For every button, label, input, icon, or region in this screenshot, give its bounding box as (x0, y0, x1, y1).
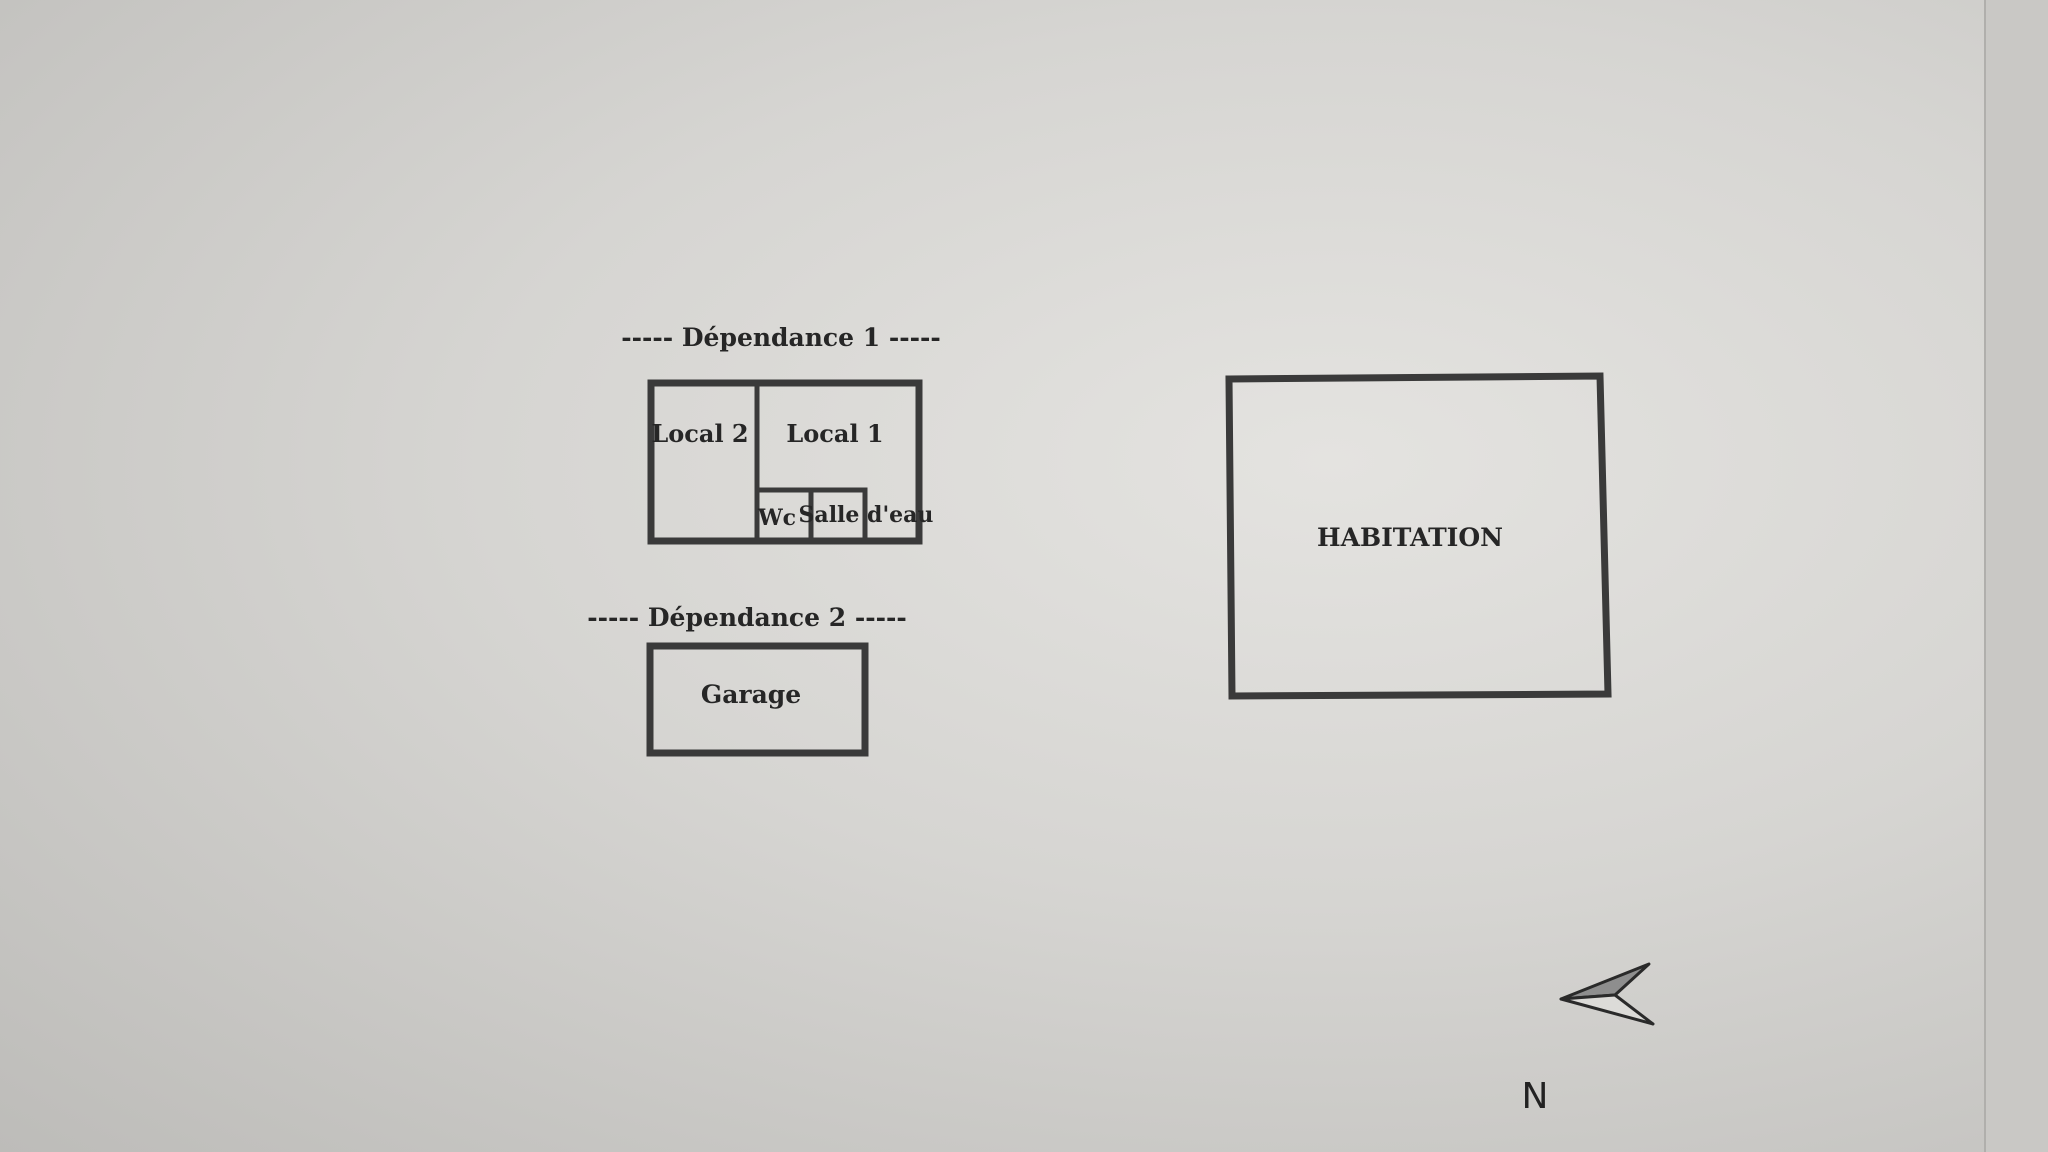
room-wc: Wc (757, 505, 796, 531)
room-salle-d-eau: Salle d'eau (799, 502, 934, 528)
room-garage: Garage (701, 680, 801, 709)
dependance-2-label: ----- Dépendance 2 ----- (587, 603, 906, 632)
room-local-1: Local 1 (786, 419, 883, 448)
north-arrow-icon (1559, 962, 1655, 1026)
screen-bezel (1985, 0, 2048, 1152)
dependance-1-label: ----- Dépendance 1 ----- (621, 323, 940, 352)
room-local-2: Local 2 (651, 419, 748, 448)
habitation-building (1225, 372, 1612, 700)
habitation-label: HABITATION (1317, 523, 1503, 552)
north-label: N (1522, 1076, 1549, 1117)
dependance-1-building (647, 379, 923, 545)
garage-building (646, 642, 869, 757)
